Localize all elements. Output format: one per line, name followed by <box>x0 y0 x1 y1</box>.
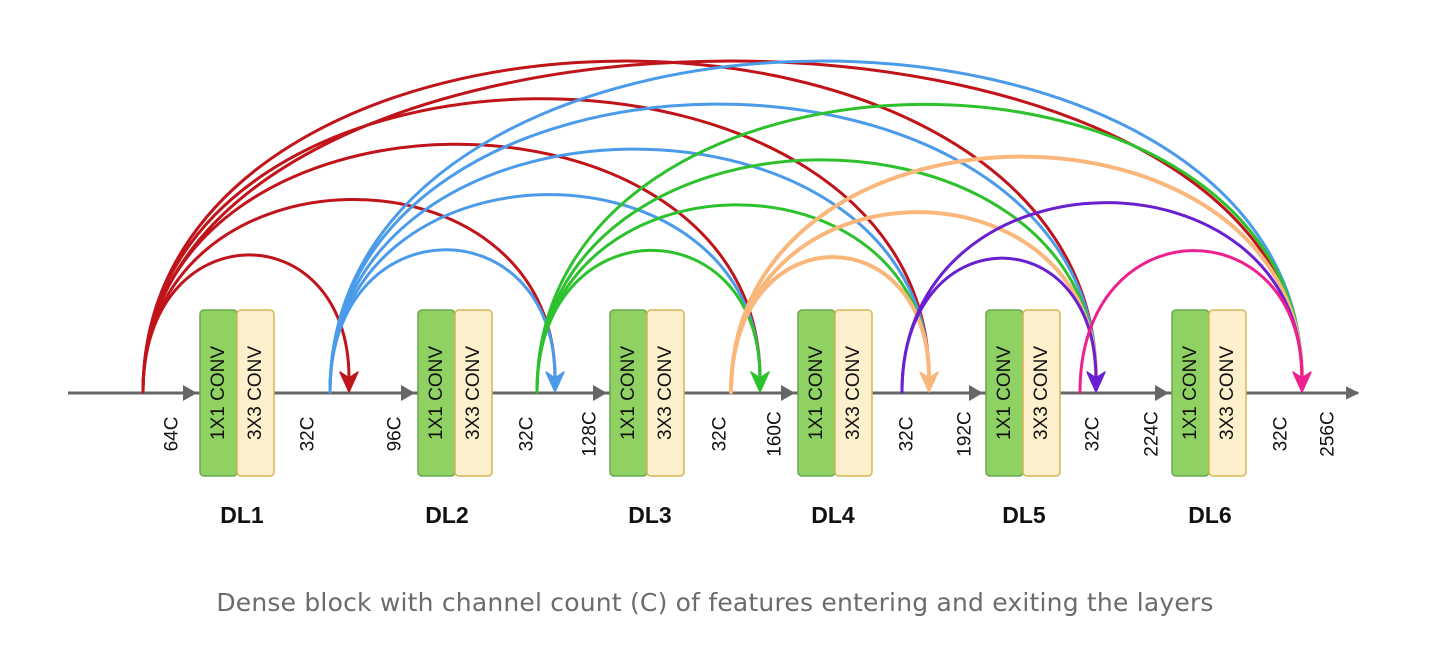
dense-layer-6: 1X1 CONV 3X3 CONV DL6 <box>1171 309 1247 528</box>
conv-3x3-block <box>1208 309 1247 477</box>
connection-arrowhead <box>1086 371 1106 393</box>
skip-connection <box>141 97 931 394</box>
conv-3x3-block <box>646 309 685 477</box>
layer-label: DL2 <box>425 502 468 528</box>
output-channel-label: 32C <box>897 417 918 452</box>
skip-connection <box>900 201 1304 394</box>
skip-connection <box>729 154 1304 394</box>
conv-1x1-label: 1X1 CONV <box>208 346 229 440</box>
skip-connection <box>535 203 931 394</box>
skip-connection <box>1078 249 1304 394</box>
output-channel-label: 32C <box>1083 417 1104 452</box>
skip-connection <box>328 147 931 394</box>
input-channel-label: 192C <box>955 411 976 456</box>
skip-connection <box>141 59 1098 394</box>
flow-arrowhead <box>401 385 415 401</box>
skip-connection <box>328 102 1098 394</box>
layer-label: DL6 <box>1188 502 1231 528</box>
conv-1x1-label: 1X1 CONV <box>426 346 447 440</box>
dense-layer-2: 1X1 CONV 3X3 CONV DL2 <box>417 309 493 528</box>
conv-3x3-block <box>834 309 873 477</box>
conv-3x3-label: 3X3 CONV <box>463 346 484 440</box>
skip-connection <box>535 158 1098 394</box>
output-channel-label: 32C <box>710 417 731 452</box>
conv-3x3-label: 3X3 CONV <box>843 346 864 440</box>
conv-1x1-label: 1X1 CONV <box>1180 346 1201 440</box>
conv-3x3-block <box>1022 309 1061 477</box>
input-channel-label: 224C <box>1142 411 1163 456</box>
skip-connection <box>328 193 762 394</box>
conv-3x3-block <box>236 309 275 477</box>
conv-1x1-label: 1X1 CONV <box>994 346 1015 440</box>
dense-layer-5: 1X1 CONV 3X3 CONV DL5 <box>985 309 1061 528</box>
input-channel-label: 96C <box>385 417 406 452</box>
skip-connection <box>535 102 1304 394</box>
conv-1x1-label: 1X1 CONV <box>618 346 639 440</box>
conv-3x3-label: 3X3 CONV <box>655 346 676 440</box>
skip-connection <box>141 198 557 394</box>
layer-label: DL4 <box>811 502 855 528</box>
flow-arrowhead <box>969 385 983 401</box>
layer-label: DL1 <box>220 502 264 528</box>
final-channel-label: 256C <box>1318 411 1339 456</box>
input-channel-label: 128C <box>580 411 601 456</box>
connection-arrowhead <box>339 371 359 393</box>
skip-connection <box>729 210 1098 394</box>
channel-count-labels: 64C 32C 96C 32C 128C 32C 160C 32C 192C 32C 224C 32C… <box>162 411 1339 456</box>
connection-arrowhead <box>545 371 565 393</box>
dense-layer-4: 1X1 CONV 3X3 CONV DL4 <box>797 309 873 528</box>
stage-arrowheads <box>183 385 1169 401</box>
input-channel-label: 160C <box>765 411 786 456</box>
conv-1x1-label: 1X1 CONV <box>806 346 827 440</box>
conv-3x3-block <box>454 309 493 477</box>
conv-3x3-label: 3X3 CONV <box>1217 346 1238 440</box>
output-channel-label: 32C <box>1271 417 1292 452</box>
input-channel-label: 64C <box>162 417 183 452</box>
connection-arrowhead <box>750 371 770 393</box>
conv-3x3-label: 3X3 CONV <box>245 346 266 440</box>
connection-arrowheads <box>339 371 1312 393</box>
layer-label: DL5 <box>1002 502 1046 528</box>
skip-connections <box>141 59 1304 394</box>
flow-arrowhead <box>781 385 795 401</box>
flow-arrowhead <box>1155 385 1169 401</box>
connection-arrowhead <box>919 371 939 393</box>
flow-arrowhead <box>593 385 607 401</box>
layer-label: DL3 <box>628 502 671 528</box>
connection-arrowhead <box>1292 371 1312 393</box>
conv-3x3-label: 3X3 CONV <box>1031 346 1052 440</box>
flow-arrowhead <box>183 385 197 401</box>
skip-connection <box>141 59 1304 394</box>
figure-caption: Dense block with channel count (C) of fe… <box>216 588 1214 617</box>
skip-connection <box>328 59 1304 394</box>
output-channel-label: 32C <box>517 417 538 452</box>
output-channel-label: 32C <box>298 417 319 452</box>
dense-layer-3: 1X1 CONV 3X3 CONV DL3 <box>609 309 685 528</box>
dense-layer-1: 1X1 CONV 3X3 CONV DL1 <box>199 309 275 528</box>
